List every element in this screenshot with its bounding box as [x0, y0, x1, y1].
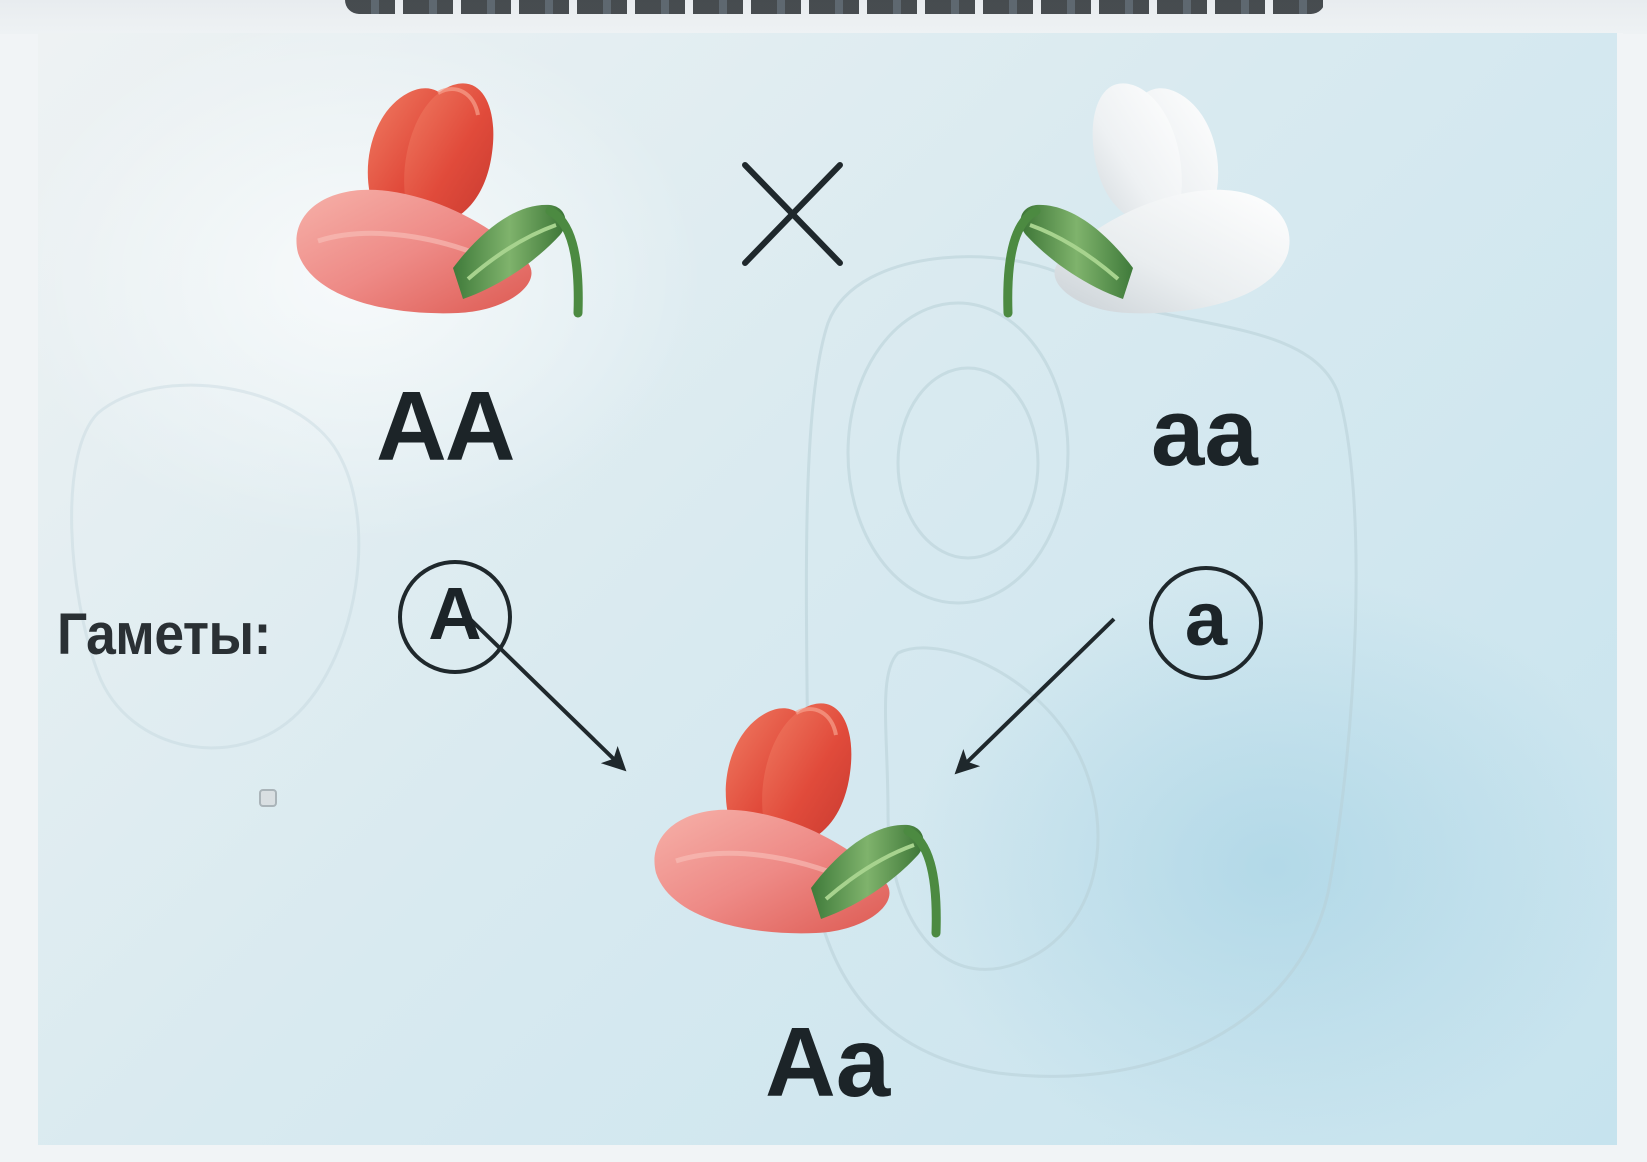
cross-diagram-panel: AA aa Гаметы: A a Aa	[38, 33, 1623, 1145]
panel-edge	[38, 33, 1623, 1145]
top-band	[0, 0, 1647, 34]
cropped-heading-remnant	[345, 0, 1325, 14]
